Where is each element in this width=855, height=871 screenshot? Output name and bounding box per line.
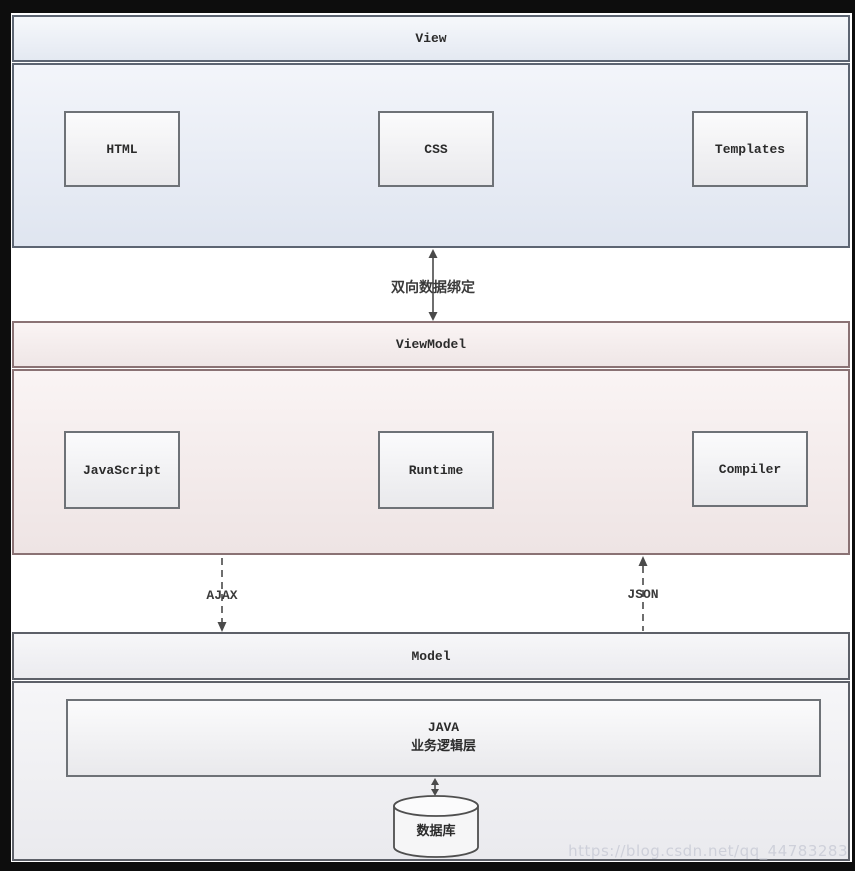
view-box-css-label: CSS bbox=[424, 141, 448, 157]
viewmodel-box-compiler: Compiler bbox=[692, 431, 808, 507]
viewmodel-box-javascript: JavaScript bbox=[64, 431, 180, 509]
watermark-url: https://blog.csdn.net/qq_44783283 bbox=[568, 842, 848, 860]
viewmodel-box-runtime-label: Runtime bbox=[408, 462, 464, 478]
java-label-line2: 业务逻辑层 bbox=[410, 739, 476, 754]
view-box-css: CSS bbox=[378, 111, 494, 187]
model-box-java: JAVA 业务逻辑层 bbox=[66, 699, 821, 777]
view-title: View bbox=[415, 31, 447, 46]
model-body: JAVA 业务逻辑层 数据库 bbox=[12, 681, 850, 861]
view-box-templates: Templates bbox=[692, 111, 808, 187]
view-header: View bbox=[12, 15, 850, 62]
arrowhead-down-icon bbox=[428, 312, 438, 321]
two-way-binding-arrow bbox=[428, 249, 438, 321]
binding-arrow-label: 双向数据绑定 bbox=[391, 280, 475, 296]
viewmodel-box-runtime: Runtime bbox=[378, 431, 494, 509]
model-title: Model bbox=[411, 648, 451, 664]
arrowhead-down-icon bbox=[217, 622, 227, 632]
java-label-line1: JAVA bbox=[427, 720, 460, 736]
database-label: 数据库 bbox=[416, 824, 456, 839]
arrowhead-up-icon bbox=[431, 778, 439, 785]
viewmodel-body: JavaScript Runtime Compiler bbox=[12, 369, 850, 555]
arrowhead-up-icon bbox=[638, 556, 648, 566]
database-cylinder: 数据库 bbox=[392, 794, 480, 860]
arrowhead-up-icon bbox=[428, 249, 438, 258]
json-arrow bbox=[638, 556, 648, 631]
view-body: HTML CSS Templates bbox=[12, 63, 850, 248]
model-header: Model bbox=[12, 632, 850, 680]
ajax-arrow bbox=[217, 558, 227, 632]
viewmodel-header: ViewModel bbox=[12, 321, 850, 368]
view-box-html-label: HTML bbox=[106, 141, 138, 157]
ajax-arrow-label: AJAX bbox=[206, 588, 238, 603]
viewmodel-box-compiler-label: Compiler bbox=[718, 461, 782, 477]
view-box-html: HTML bbox=[64, 111, 180, 187]
view-box-templates-label: Templates bbox=[714, 141, 786, 157]
java-database-arrow bbox=[431, 778, 439, 796]
viewmodel-box-javascript-label: JavaScript bbox=[82, 462, 161, 478]
viewmodel-title: ViewModel bbox=[395, 337, 467, 352]
database-cylinder-icon bbox=[393, 795, 479, 858]
json-arrow-label: JSON bbox=[627, 587, 659, 602]
arrowhead-down-icon bbox=[431, 789, 439, 796]
